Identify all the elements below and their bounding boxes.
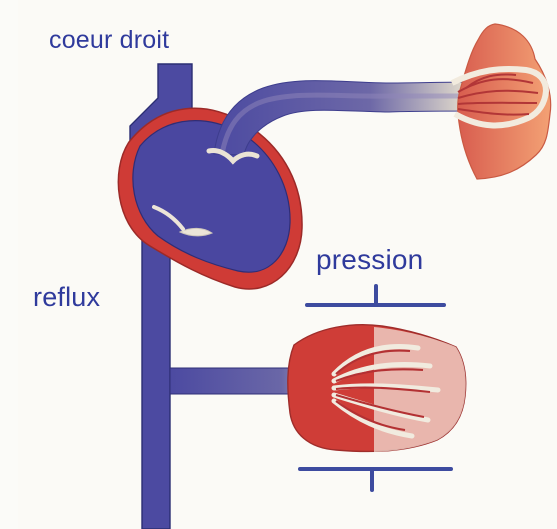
pressure-gauge-bottom — [300, 469, 451, 490]
pressure-gauge-top — [307, 286, 444, 305]
label-coeur-droit: coeur droit — [49, 26, 169, 55]
label-reflux: reflux — [33, 282, 100, 313]
upper-tissue — [458, 24, 551, 179]
label-pression: pression — [316, 244, 423, 276]
